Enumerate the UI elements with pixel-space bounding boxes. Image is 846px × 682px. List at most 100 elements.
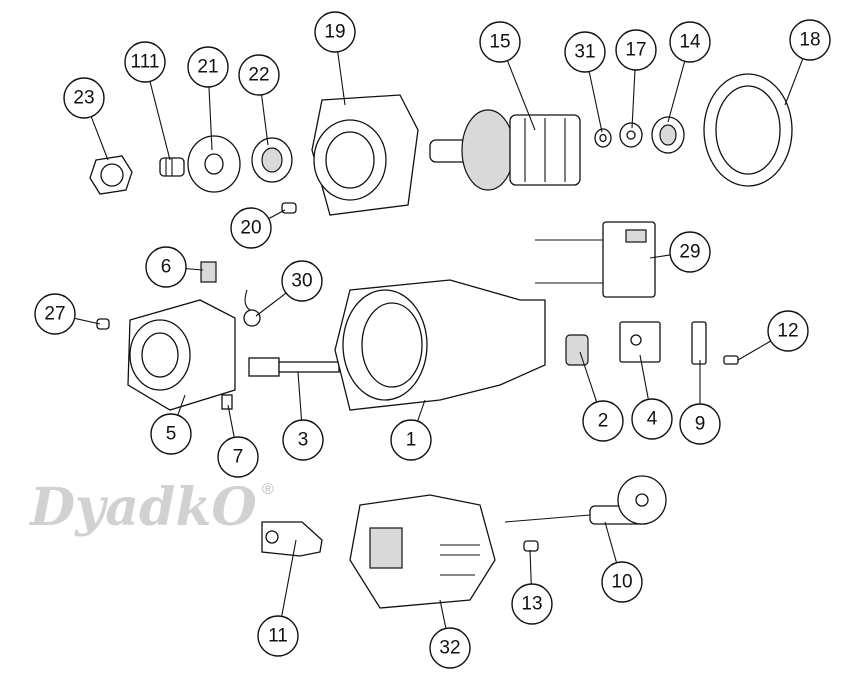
- part-lock-button: [565, 334, 589, 366]
- callout-circle: [257, 615, 299, 657]
- leader-lines: [74, 51, 804, 629]
- parts: [89, 73, 793, 609]
- callout-30: 30: [281, 260, 323, 302]
- leader-line-19: [337, 51, 346, 106]
- leader-line-2: [579, 351, 598, 403]
- callout-circle: [150, 413, 192, 455]
- leader-line-7: [227, 404, 235, 438]
- callout-circle: [217, 436, 259, 478]
- callout-2: 2: [582, 400, 624, 442]
- callout-circle: [601, 561, 643, 603]
- callout-number: 14: [679, 32, 701, 53]
- part-stator: [127, 299, 236, 411]
- leader-line-27: [74, 317, 101, 325]
- part-screw: [281, 202, 297, 214]
- callout-11: 11: [257, 615, 299, 657]
- leader-line-31: [588, 71, 603, 133]
- callout-circle: [282, 419, 324, 461]
- part-washer: [594, 128, 612, 148]
- callout-number: 30: [291, 271, 312, 292]
- watermark-text: DyadkO: [28, 477, 257, 538]
- callout-7: 7: [217, 436, 259, 478]
- callout-circle: [615, 29, 657, 71]
- callout-circle: [564, 31, 606, 73]
- callout-number: 111: [131, 52, 160, 73]
- part-armature: [429, 109, 581, 191]
- callout-23: 23: [63, 77, 105, 119]
- leader-line-4: [639, 354, 649, 400]
- part-switch: [535, 221, 656, 298]
- callout-number: 19: [324, 22, 345, 43]
- callout-circle: [582, 400, 624, 442]
- callout-circle: [767, 310, 809, 352]
- callout-number: 10: [611, 572, 632, 593]
- callout-3: 3: [282, 419, 324, 461]
- callout-9: 9: [679, 403, 721, 445]
- leader-line-23: [90, 116, 109, 161]
- part-brush: [200, 261, 217, 283]
- callout-circle: [63, 77, 105, 119]
- callout-19: 19: [314, 11, 356, 53]
- callout-6: 6: [145, 246, 187, 288]
- callout-31: 31: [564, 31, 606, 73]
- callout-number: 23: [73, 88, 94, 109]
- part-brush-holder: [248, 357, 340, 377]
- callout-12: 12: [767, 310, 809, 352]
- callout-29: 29: [669, 231, 711, 273]
- part-gear-housing: [311, 94, 419, 216]
- leader-line-32: [439, 599, 447, 629]
- callout-number: 20: [240, 218, 261, 239]
- callout-number: 1: [406, 430, 417, 451]
- callout-circle: [479, 21, 521, 63]
- callout-number: 9: [695, 414, 706, 435]
- leader-line-111: [149, 81, 171, 161]
- callout-18: 18: [789, 19, 831, 61]
- callout-4: 4: [631, 398, 673, 440]
- callout-number: 4: [647, 409, 658, 430]
- callout-circle: [145, 246, 187, 288]
- leader-line-17: [631, 69, 636, 129]
- part-clip: [691, 321, 707, 365]
- part-spring: [243, 289, 261, 327]
- callout-13: 13: [511, 583, 553, 625]
- callout-number: 12: [777, 321, 798, 342]
- part-clamp: [221, 394, 233, 410]
- part-screw: [96, 318, 110, 330]
- callout-32: 32: [429, 627, 471, 669]
- part-rear-bearing: [651, 116, 685, 154]
- callout-number: 15: [489, 32, 510, 53]
- callout-number: 11: [268, 626, 288, 647]
- callout-17: 17: [615, 29, 657, 71]
- callout-number: 31: [574, 42, 595, 63]
- part-screw: [523, 540, 539, 552]
- part-nut: [89, 155, 133, 195]
- leader-line-1: [417, 399, 426, 422]
- watermark: DyadkO ®: [28, 477, 274, 538]
- callout-number: 21: [197, 57, 218, 78]
- leader-line-14: [667, 61, 686, 123]
- callout-number: 18: [799, 30, 820, 51]
- callout-5: 5: [150, 413, 192, 455]
- part-power-cable: [504, 475, 667, 525]
- part-capacitor: [619, 321, 661, 363]
- callout-number: 6: [161, 257, 172, 278]
- part-end-cover: [703, 73, 793, 187]
- callout-circle: [390, 419, 432, 461]
- leader-line-30: [255, 292, 287, 317]
- callout-circle: [669, 231, 711, 273]
- leader-line-15: [506, 60, 536, 131]
- leader-line-3: [297, 371, 303, 421]
- leader-line-21: [208, 86, 213, 151]
- callout-number: 7: [233, 447, 244, 468]
- part-screw: [723, 355, 739, 365]
- callout-circle: [34, 293, 76, 335]
- callout-10: 10: [601, 561, 643, 603]
- callout-circle: [230, 207, 272, 249]
- part-cable-sleeve: [261, 521, 323, 557]
- leader-line-20: [268, 209, 286, 220]
- callout-22: 22: [238, 54, 280, 96]
- leader-line-6: [185, 268, 204, 271]
- part-spacer: [619, 122, 643, 148]
